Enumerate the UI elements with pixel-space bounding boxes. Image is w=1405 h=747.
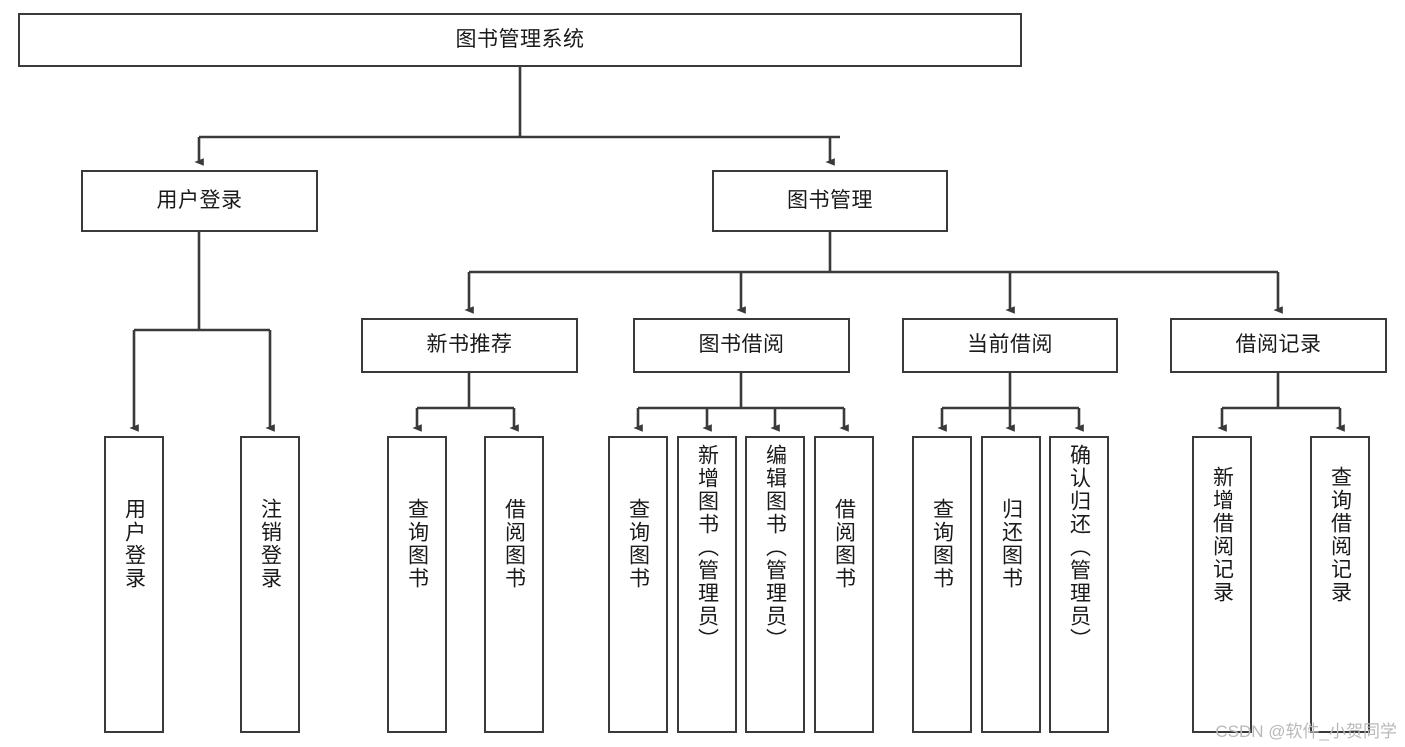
node-book-manage[interactable]: 图书管理 bbox=[712, 170, 948, 232]
leaf-borrow-book-1[interactable]: 借阅图书 bbox=[484, 436, 544, 733]
leaf-query-book-1-label: 查询图书 bbox=[405, 498, 429, 590]
leaf-return-book-label: 归还图书 bbox=[999, 498, 1023, 590]
node-book-borrow-label: 图书借阅 bbox=[698, 333, 785, 357]
leaf-query-record-label: 查询借阅记录 bbox=[1328, 466, 1352, 604]
leaf-edit-book[interactable]: 编辑图书（管理员） bbox=[745, 436, 805, 733]
leaf-confirm-return-label: 确认归还（管理员） bbox=[1067, 444, 1091, 651]
node-new-book-recommend-label: 新书推荐 bbox=[426, 333, 513, 357]
leaf-borrow-book-2[interactable]: 借阅图书 bbox=[814, 436, 874, 733]
node-book-borrow[interactable]: 图书借阅 bbox=[633, 318, 850, 373]
leaf-add-record-label: 新增借阅记录 bbox=[1210, 466, 1234, 604]
leaf-query-book-1[interactable]: 查询图书 bbox=[387, 436, 447, 733]
node-current-borrow-label: 当前借阅 bbox=[967, 333, 1053, 357]
leaf-user-logout-label: 注销登录 bbox=[258, 498, 282, 590]
node-new-book-recommend[interactable]: 新书推荐 bbox=[361, 318, 578, 373]
node-current-borrow[interactable]: 当前借阅 bbox=[902, 318, 1118, 373]
node-borrow-record-label: 借阅记录 bbox=[1235, 333, 1322, 357]
node-root[interactable]: 图书管理系统 bbox=[18, 13, 1022, 67]
leaf-user-login-label: 用户登录 bbox=[122, 498, 146, 590]
leaf-borrow-book-1-label: 借阅图书 bbox=[502, 498, 526, 590]
leaf-query-book-3-label: 查询图书 bbox=[930, 498, 954, 590]
node-root-label: 图书管理系统 bbox=[455, 27, 585, 51]
leaf-confirm-return[interactable]: 确认归还（管理员） bbox=[1049, 436, 1109, 733]
leaf-query-record[interactable]: 查询借阅记录 bbox=[1310, 436, 1370, 733]
leaf-borrow-book-2-label: 借阅图书 bbox=[832, 498, 856, 590]
leaf-return-book[interactable]: 归还图书 bbox=[981, 436, 1041, 733]
leaf-add-book-label: 新增图书（管理员） bbox=[695, 444, 719, 651]
node-user-login-label: 用户登录 bbox=[156, 188, 243, 212]
node-borrow-record[interactable]: 借阅记录 bbox=[1170, 318, 1387, 373]
leaf-user-login[interactable]: 用户登录 bbox=[104, 436, 164, 733]
leaf-query-book-2-label: 查询图书 bbox=[626, 498, 650, 590]
node-user-login[interactable]: 用户登录 bbox=[81, 170, 318, 232]
leaf-add-record[interactable]: 新增借阅记录 bbox=[1192, 436, 1252, 733]
leaf-query-book-3[interactable]: 查询图书 bbox=[912, 436, 972, 733]
leaf-add-book[interactable]: 新增图书（管理员） bbox=[677, 436, 737, 733]
leaf-user-logout[interactable]: 注销登录 bbox=[240, 436, 300, 733]
node-book-manage-label: 图书管理 bbox=[787, 188, 873, 212]
leaf-edit-book-label: 编辑图书（管理员） bbox=[763, 444, 787, 651]
leaf-query-book-2[interactable]: 查询图书 bbox=[608, 436, 668, 733]
watermark: CSDN @软件_小贺同学 bbox=[1215, 722, 1397, 741]
